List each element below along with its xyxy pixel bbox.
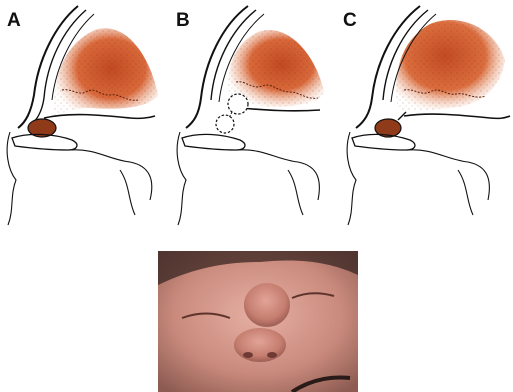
panel-a-illustration (7, 6, 158, 225)
panel-b-base (240, 108, 320, 111)
panel-a-face-profile (7, 132, 152, 225)
panel-label-b: B (176, 11, 190, 30)
panel-b-face-profile (177, 132, 319, 225)
photo-nostril-left (243, 352, 253, 358)
panel-b-dermal-tract-lower (216, 115, 234, 133)
panel-b-nasal-cartilage (182, 134, 245, 150)
panel-a-base (44, 115, 155, 119)
photo-nasal-mass (244, 283, 290, 327)
panel-c-illustration (347, 6, 510, 225)
photo-nose-tip (234, 328, 286, 362)
panel-label-a: A (7, 11, 21, 30)
panel-b-dermal-tract-upper (228, 94, 248, 114)
panel-label-c: C (343, 11, 357, 30)
panel-a-brain-texture (54, 28, 158, 118)
clinical-photo (158, 251, 358, 392)
panel-c-face-profile (347, 132, 489, 225)
panel-b-illustration (177, 6, 325, 225)
panel-c-brain-texture (396, 20, 505, 111)
panel-c-base (404, 114, 510, 118)
photo-nostril-right (267, 352, 277, 358)
